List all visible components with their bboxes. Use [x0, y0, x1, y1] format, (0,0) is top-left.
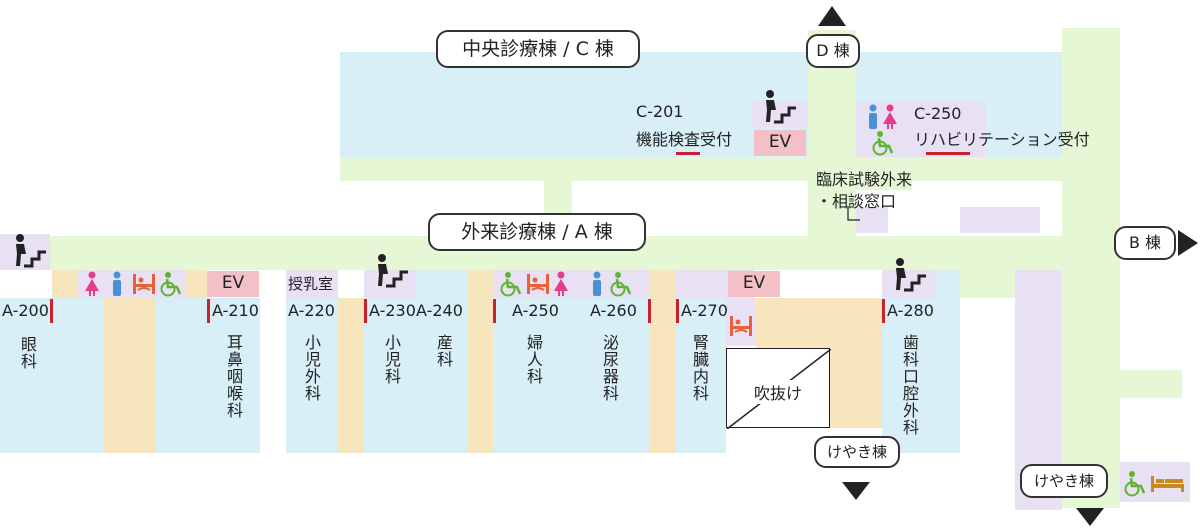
waiting-vertical-2: [338, 298, 364, 453]
clinical-trial-label-2: ・相談窓口: [816, 192, 897, 211]
c-building-area: [340, 52, 810, 157]
room-a270: [676, 298, 726, 453]
dept-a240: 産科: [434, 334, 453, 368]
a270-red-marker: [676, 299, 679, 323]
baby-changing-icon: [133, 274, 155, 294]
room-a250: [493, 298, 571, 453]
room-code-a210: A-210: [212, 301, 259, 320]
a230-red-marker: [364, 299, 367, 323]
room-code-a230: A-230: [369, 301, 416, 320]
stairs-a280-area: [882, 270, 935, 298]
a280-red-marker: [882, 299, 885, 323]
c-building-label: 中央診療棟 / C 棟: [436, 30, 640, 68]
facility-block-right: [960, 207, 1040, 233]
baby-changing-icon: [527, 274, 549, 294]
dept-a270: 腎臓内科: [690, 334, 709, 402]
a260-red-marker: [648, 299, 651, 323]
room-a230: [364, 298, 416, 453]
waiting-vertical-3: [467, 270, 493, 453]
waiting-vertical-4: [650, 270, 676, 453]
dept-a230: 小児科: [382, 334, 401, 385]
c201-red-marker: [676, 152, 700, 155]
d-building-label[interactable]: D 棟: [806, 34, 860, 68]
room-a220: [286, 298, 338, 453]
keyaki-building-label-1[interactable]: けやき棟: [814, 436, 900, 468]
baby-changing-icon: [730, 316, 752, 336]
room-a210: [156, 298, 260, 453]
room-code-a260: A-260: [590, 301, 637, 320]
trial-pointer-line: [847, 206, 860, 221]
room-code-a250: A-250: [512, 301, 559, 320]
wheelchair-icon: [872, 131, 894, 156]
room-a280-ext: [935, 270, 960, 298]
a250-red-marker: [493, 299, 496, 323]
stairs-icon: [16, 234, 46, 268]
nursing-room-block: [286, 270, 338, 298]
a-building-label: 外来診療棟 / A 棟: [428, 213, 646, 251]
dept-a200: 眼科: [18, 336, 37, 370]
wheelchair-icon: [1124, 471, 1146, 497]
restroom-block-a3: [571, 270, 650, 298]
stairs-icon: [766, 90, 796, 124]
dept-a220: 小児外科: [302, 334, 321, 402]
b-building-label[interactable]: B 棟: [1114, 226, 1176, 260]
room-code-a220: A-220: [288, 301, 335, 320]
female-restroom-icon: [554, 271, 568, 296]
stairs-a230-area: [364, 270, 416, 298]
room-a280: [882, 298, 960, 453]
c250-code: C-250: [914, 104, 962, 123]
bed-icon: [1151, 476, 1184, 492]
a210-red-marker-left: [207, 299, 210, 323]
triangle-up-icon[interactable]: [816, 4, 848, 28]
trial-office-block: [856, 207, 888, 233]
c201-code: C-201: [636, 102, 684, 121]
atrium-void-label: 吹抜け: [752, 380, 805, 404]
male-restroom-icon: [113, 271, 121, 296]
clinical-trial-label-1: 臨床試験外来: [816, 166, 913, 190]
stairs-icon: [896, 258, 926, 292]
room-code-a200: A-200: [2, 301, 49, 320]
stairs-icon: [378, 254, 408, 288]
a210-red-marker: [50, 299, 53, 323]
triangle-down-icon[interactable]: [1074, 506, 1106, 528]
room-code-a270: A-270: [681, 301, 728, 320]
dept-a280: 歯科口腔外科: [900, 334, 919, 436]
corridor-c-horizontal: [340, 157, 1070, 181]
c250-name: リハビリテーション受付: [914, 130, 1090, 149]
female-restroom-icon: [85, 271, 99, 296]
wheelchair-icon: [610, 272, 632, 297]
c201-name: 機能検査受付: [636, 130, 733, 149]
corridor-right-stub: [1120, 370, 1182, 398]
corridor-a-right-block: [960, 270, 1015, 298]
dept-a260: 泌尿器科: [600, 334, 619, 402]
c250-red-marker: [926, 152, 970, 155]
dept-a210: 耳鼻咽喉科: [224, 334, 243, 419]
wheelchair-icon: [500, 272, 522, 297]
dept-a250: 婦人科: [524, 334, 543, 385]
keyaki-building-label-2[interactable]: けやき棟: [1020, 464, 1108, 498]
wheelchair-icon: [160, 272, 182, 297]
elevator-c: EV: [754, 130, 806, 156]
nursing-room-label: 授乳室: [288, 275, 334, 293]
male-restroom-icon: [869, 104, 877, 129]
elevator-a-right: EV: [728, 271, 780, 297]
room-a200: [0, 298, 104, 453]
room-code-a240: A-240: [416, 301, 463, 320]
room-a260: [571, 298, 650, 453]
room-a240: [416, 270, 467, 453]
room-code-a280: A-280: [887, 301, 934, 320]
female-restroom-icon: [883, 104, 897, 129]
elevator-a-left: EV: [207, 271, 259, 297]
triangle-down-icon[interactable]: [840, 480, 872, 502]
waiting-vertical-1: [104, 298, 156, 453]
c250-facility: [856, 102, 986, 157]
triangle-right-icon[interactable]: [1176, 228, 1200, 258]
male-restroom-icon: [593, 271, 601, 296]
